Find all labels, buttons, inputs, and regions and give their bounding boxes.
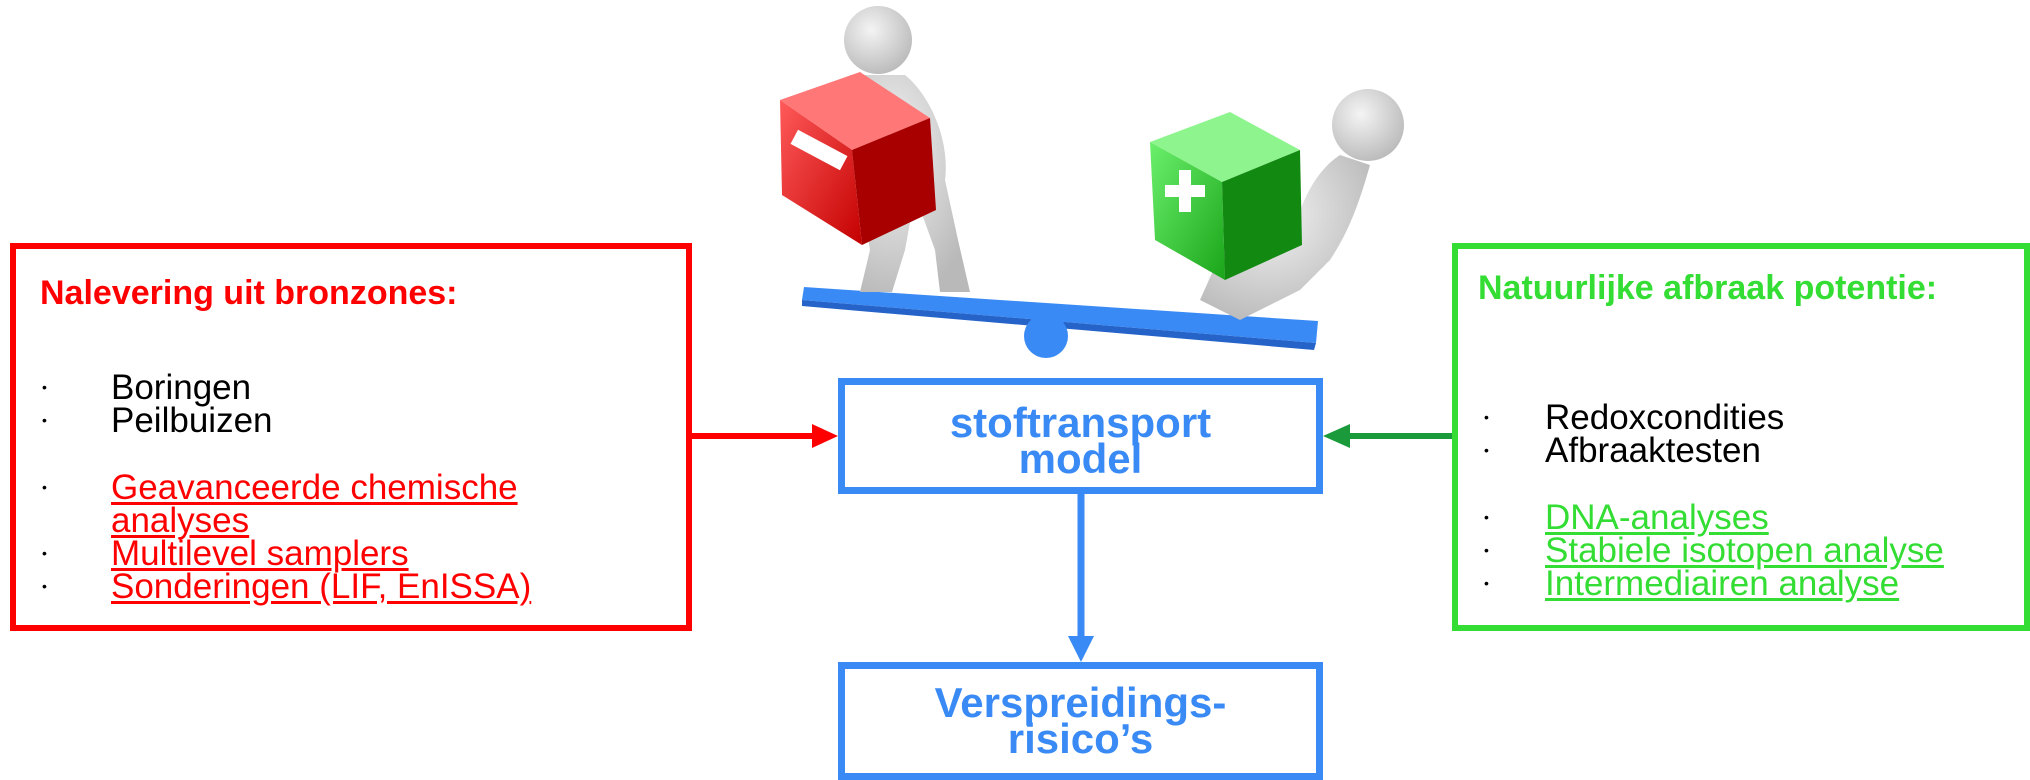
source-list: •Boringen •Peilbuizen •Geavanceerde chem… bbox=[26, 368, 611, 606]
arrow-left-to-model bbox=[692, 424, 838, 448]
link-sonderingen[interactable]: Sonderingen (LIF, EnISSA) bbox=[111, 567, 532, 606]
degradation-list: •Redoxcondities •Afbraaktesten •DNA-anal… bbox=[1468, 398, 1944, 603]
list-item-link: •Geavanceerde chemische analyses bbox=[42, 468, 518, 540]
list-item: •Peilbuizen bbox=[42, 401, 273, 440]
minus-cube bbox=[780, 72, 936, 245]
list-item-link: •Sonderingen (LIF, EnISSA) bbox=[42, 567, 532, 606]
list-item: •Afbraaktesten bbox=[1484, 431, 1761, 470]
figure-right bbox=[1200, 89, 1404, 320]
list-item-link: •Stabiele isotopen analyse bbox=[1484, 531, 1944, 570]
link-geavanceerde-analyses[interactable]: Geavanceerde chemische analyses bbox=[111, 468, 518, 540]
degradation-panel: Natuurlijke afbraak potentie: •Redoxcond… bbox=[1452, 243, 2030, 631]
list-item-link: •Multilevel samplers bbox=[42, 534, 409, 573]
source-panel-title: Nalevering uit bronzones: bbox=[40, 274, 458, 312]
link-intermediairen[interactable]: Intermediairen analyse bbox=[1545, 564, 1900, 603]
arrow-right-to-model bbox=[1323, 424, 1452, 448]
source-panel: Nalevering uit bronzones: •Boringen •Pei… bbox=[10, 243, 692, 631]
link-multilevel-samplers[interactable]: Multilevel samplers bbox=[111, 534, 409, 573]
list-item-link: •DNA-analyses bbox=[1484, 498, 1769, 537]
spread-risk-box: Verspreidings-risico’s bbox=[838, 662, 1323, 780]
list-item-link: •Intermediairen analyse bbox=[1484, 564, 1900, 603]
link-stabiele-isotopen[interactable]: Stabiele isotopen analyse bbox=[1545, 531, 1944, 570]
seesaw bbox=[802, 287, 1318, 358]
plus-cube bbox=[1150, 112, 1302, 280]
spread-risk-label: Verspreidings-risico’s bbox=[934, 679, 1227, 762]
arrow-model-to-risk bbox=[1068, 494, 1094, 662]
link-dna-analyses[interactable]: DNA-analyses bbox=[1545, 498, 1769, 537]
degradation-panel-title: Natuurlijke afbraak potentie: bbox=[1478, 269, 1938, 307]
list-item: •Redoxcondities bbox=[1484, 398, 1785, 437]
list-item: •Boringen bbox=[42, 368, 252, 407]
